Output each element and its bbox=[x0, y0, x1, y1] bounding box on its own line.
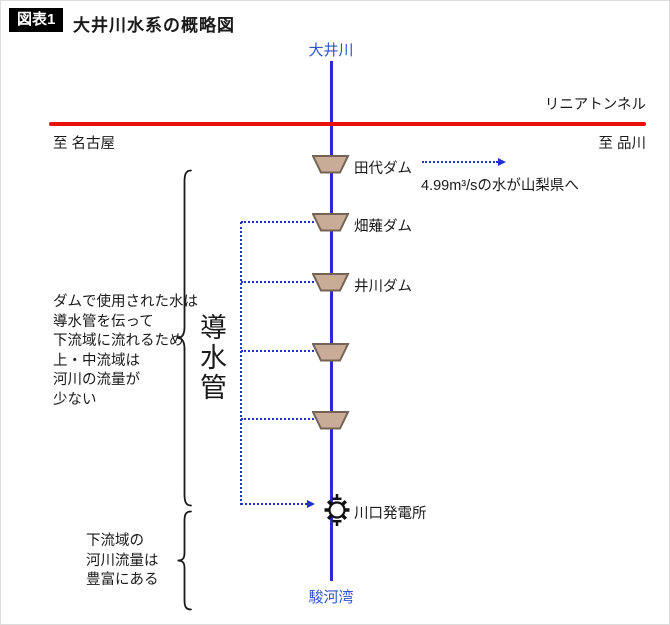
conduit-outlet-line bbox=[241, 503, 307, 505]
diversion-arrow-line bbox=[422, 161, 498, 163]
dam-icon bbox=[312, 213, 350, 232]
bay-name-label: 駿河湾 bbox=[308, 589, 354, 606]
lower-annotation: 下流域の 河川流量は 豊富にある bbox=[86, 533, 159, 588]
river-name-label: 大井川 bbox=[308, 42, 354, 59]
lower-curly-brace bbox=[177, 510, 192, 611]
upper-curly-brace bbox=[177, 169, 192, 507]
upper-annotation: ダムで使用された水は 導水管を伝って 下流域に流れるため 上・中流域は 河川の流… bbox=[53, 294, 198, 408]
dam-label-hatanagi: 畑薙ダム bbox=[354, 219, 412, 235]
dam-label-tashiro: 田代ダム bbox=[354, 161, 412, 177]
figure-badge: 図表1 bbox=[9, 8, 64, 32]
conduit-arrow-head-icon bbox=[307, 499, 315, 508]
conduit-label: 導水管 bbox=[196, 313, 226, 403]
dam-label-ikawa: 井川ダム bbox=[354, 279, 412, 295]
conduit-branch-line bbox=[241, 221, 314, 223]
diversion-arrow-head-icon bbox=[498, 157, 506, 166]
dam-icon bbox=[312, 155, 350, 174]
diversion-note: 4.99m³/sの水が山梨県へ bbox=[421, 178, 579, 194]
power-station-icon bbox=[324, 494, 350, 526]
conduit-vertical-line bbox=[240, 222, 242, 505]
conduit-branch-line bbox=[241, 418, 314, 420]
tunnel-line bbox=[49, 122, 646, 126]
tunnel-label: リニアトンネル bbox=[544, 97, 646, 113]
page-title: 大井川水系の概略図 bbox=[73, 16, 235, 35]
dest-nagoya-label: 至 名古屋 bbox=[53, 136, 116, 152]
dam-icon bbox=[312, 411, 350, 430]
dam-icon bbox=[312, 273, 350, 292]
river-line bbox=[330, 61, 333, 581]
dam-icon bbox=[312, 343, 350, 362]
conduit-branch-line bbox=[241, 350, 314, 352]
conduit-branch-line bbox=[241, 281, 314, 283]
power-station-label: 川口発電所 bbox=[354, 506, 427, 522]
dest-shinagawa-label: 至 品川 bbox=[598, 136, 646, 152]
